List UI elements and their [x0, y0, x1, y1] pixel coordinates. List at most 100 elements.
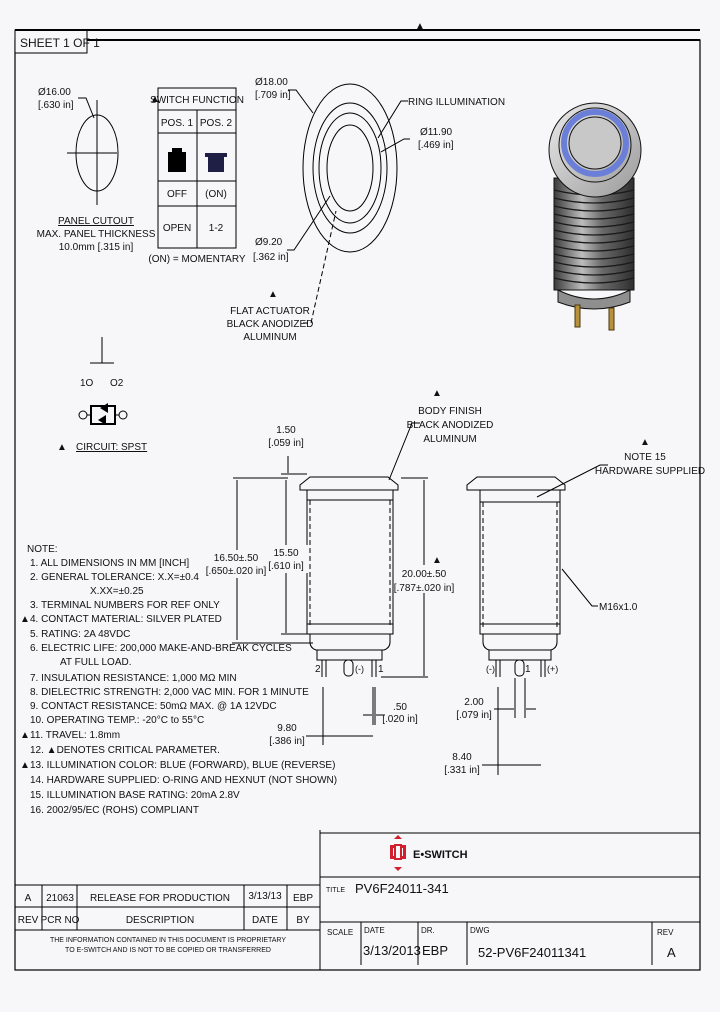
- sheet-label: SHEET 1 OF 1: [20, 36, 100, 50]
- sv-cap: [299, 476, 399, 491]
- sf-title: SWITCH FUNCTION: [150, 95, 244, 106]
- product-render: [548, 102, 642, 331]
- note-4: 4. CONTACT MATERIAL: SILVER PLATED: [30, 614, 222, 625]
- title-label: TITLE: [326, 887, 345, 894]
- note-12: 12. ▲DENOTES CRITICAL PARAMETER.: [30, 745, 220, 756]
- part-title: PV6F24011-341: [355, 881, 449, 896]
- pin-spacing: 9.80: [277, 723, 297, 734]
- ring-illum: [318, 112, 382, 224]
- actuator-l3: ALUMINUM: [243, 332, 296, 343]
- note15-l2: HARDWARE SUPPLIED: [595, 466, 705, 477]
- front-view: ▲ NOTE 15 HARDWARE SUPPLIED (-) 1 (+) M1…: [444, 437, 705, 776]
- outer-ring: [302, 83, 398, 253]
- circuit-term2: O2: [110, 378, 124, 389]
- pcr-cell: 21063: [46, 893, 74, 904]
- body-finish-l2: BLACK ANODIZED: [407, 420, 494, 431]
- rev-label: REV: [657, 928, 674, 937]
- note-5: 5. RATING: 2A 48VDC: [30, 629, 130, 640]
- sf-state-pos2: (ON): [205, 189, 227, 200]
- act-dia-in: [.362 in]: [253, 252, 289, 263]
- render-pin-left: [574, 304, 581, 328]
- drawn-by: EBP: [422, 943, 448, 958]
- dwg-number: 52-PV6F24011341: [478, 945, 586, 960]
- render-illum-ring: [561, 109, 629, 177]
- top-view: Ø18.00 [.709 in] ▲ RING ILLUMINATION Ø11…: [227, 21, 505, 343]
- cutout-dia: Ø16.00: [38, 87, 71, 98]
- pin-1-label: 1: [378, 664, 384, 675]
- sf-header-pos2: POS. 2: [200, 118, 233, 129]
- circuit-term1: 1O: [80, 378, 94, 389]
- cutout-dia-in: [.630 in]: [38, 100, 74, 111]
- pos1-actuator-icon: [168, 148, 186, 172]
- note-16: 16. 2002/95/EC (ROHS) COMPLIANT: [30, 805, 199, 816]
- led-width-in: [.079 in]: [456, 710, 492, 721]
- critical-marker: ▲: [640, 437, 650, 448]
- sv-body: [306, 489, 394, 635]
- sf-state-pos1: OFF: [167, 189, 187, 200]
- led-spacing: 8.40: [452, 752, 472, 763]
- thread-spec: M16x1.0: [599, 602, 638, 613]
- rev-cell: A: [25, 893, 32, 904]
- pin-width-in: [.020 in]: [382, 714, 418, 725]
- cutout-line2: MAX. PANEL THICKNESS: [37, 229, 156, 240]
- actuator-l1: FLAT ACTUATOR: [230, 306, 310, 317]
- critical-marker: ▲: [432, 388, 442, 399]
- circuit-diagram: 1O O2 ▲ CIRCUIT: SPST: [57, 337, 147, 453]
- note-2b: X.XX=±0.25: [90, 586, 144, 597]
- title-block: E•SWITCH TITLE PV6F24011-341 SCALE DATE …: [320, 832, 700, 965]
- note-6b: AT FULL LOAD.: [60, 657, 132, 668]
- sf-contact-pos1: OPEN: [163, 223, 191, 234]
- dwg-label: DWG: [470, 926, 490, 935]
- pos2-actuator-icon: [205, 153, 227, 172]
- total-height-in: [.787±.020 in]: [394, 583, 455, 594]
- side-view: ▲ BODY FINISH BLACK ANODIZED ALUMINUM 1.…: [206, 388, 494, 747]
- date-header: DATE: [252, 915, 278, 926]
- desc-header: DESCRIPTION: [126, 915, 194, 926]
- pcr-header: PCR NO: [41, 915, 80, 926]
- note-6: 6. ELECTRIC LIFE: 200,000 MAKE-AND-BREAK…: [30, 643, 292, 654]
- body-height: 15.50: [273, 548, 298, 559]
- critical-marker: ▲: [20, 614, 30, 625]
- note-7: 7. INSULATION RESISTANCE: 1,000 MΩ MIN: [30, 673, 237, 684]
- overall-height-in: [.650±.020 in]: [206, 566, 267, 577]
- sf-contact-pos2: 1-2: [209, 223, 224, 234]
- outer-dia-in: [.709 in]: [255, 90, 291, 101]
- led-width: 2.00: [464, 697, 484, 708]
- notes-block: NOTE: 1. ALL DIMENSIONS IN MM [INCH] 2. …: [20, 544, 337, 816]
- render-base: [557, 289, 631, 310]
- led-spacing-in: [.331 in]: [444, 765, 480, 776]
- note-10: 10. OPERATING TEMP.: -20°C to 55°C: [30, 715, 204, 726]
- actuator-l2: BLACK ANODIZED: [227, 319, 314, 330]
- dr-label: DR.: [421, 926, 435, 935]
- by-header: BY: [296, 915, 310, 926]
- critical-marker: ▲: [57, 442, 67, 453]
- critical-marker: ▲: [20, 730, 30, 741]
- act-dia: Ø9.20: [255, 237, 283, 248]
- note15-l1: NOTE 15: [624, 452, 666, 463]
- cutout-line3: 10.0mm [.315 in]: [59, 242, 134, 253]
- cutout-leader: [78, 97, 95, 119]
- ring-dia-in: [.469 in]: [418, 140, 454, 151]
- pin-spacing-in: [.386 in]: [269, 736, 305, 747]
- body-finish-l3: ALUMINUM: [423, 434, 476, 445]
- fv-pin-minus: (-): [486, 664, 495, 674]
- critical-marker: ▲: [268, 289, 278, 300]
- note-14: 14. HARDWARE SUPPLIED: O-RING AND HEXNUT…: [30, 775, 337, 786]
- circuit-label: CIRCUIT: SPST: [76, 442, 147, 453]
- eswitch-logo-icon: [394, 844, 402, 860]
- critical-marker: ▲: [20, 760, 30, 771]
- render-actuator: [568, 116, 622, 170]
- critical-marker: ▲: [432, 555, 442, 566]
- render-pin-right: [608, 307, 615, 331]
- critical-marker: ▲: [150, 94, 160, 105]
- panel-cutout: Ø16.00 [.630 in] PANEL CUTOUT MAX. PANEL…: [37, 87, 156, 253]
- ring-label: RING ILLUMINATION: [408, 97, 505, 108]
- note-15: 15. ILLUMINATION BASE RATING: 20mA 2.8V: [30, 790, 240, 801]
- notes-title: NOTE:: [27, 544, 58, 555]
- note-1: 1. ALL DIMENSIONS IN MM [INCH]: [30, 558, 189, 569]
- switch-function-table: ▲ SWITCH FUNCTION POS. 1 POS. 2 OFF (ON)…: [148, 87, 246, 265]
- note-11: 11. TRAVEL: 1.8mm: [30, 730, 120, 741]
- cap-height-in: [.059 in]: [268, 438, 304, 449]
- note-8: 8. DIELECTRIC STRENGTH: 2,000 VAC MIN. F…: [30, 687, 309, 698]
- pin-2-label: 2: [315, 664, 321, 675]
